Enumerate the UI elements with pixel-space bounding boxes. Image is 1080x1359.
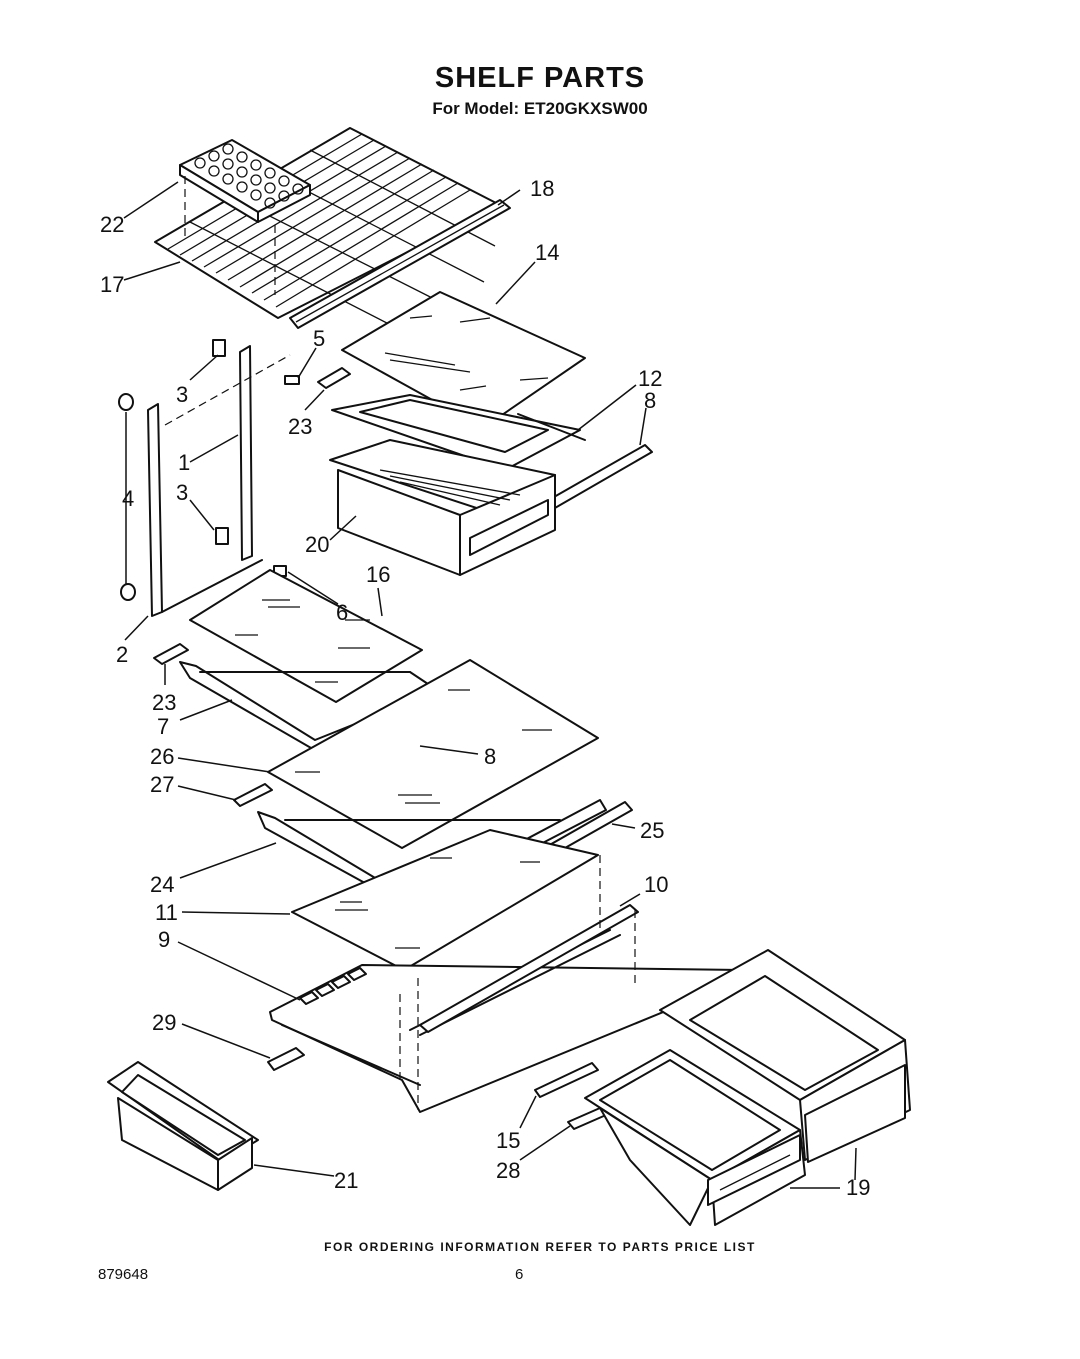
vertical-rail-part[interactable] [239, 345, 253, 561]
rail-part[interactable] [567, 1107, 607, 1130]
callout-6: 6 [336, 600, 348, 625]
drawer-part[interactable] [329, 439, 556, 576]
support-clip-part[interactable] [153, 643, 189, 665]
callout-22: 22 [100, 212, 124, 237]
support-clip-part[interactable] [233, 783, 273, 807]
callout-8: 8 [484, 744, 496, 769]
callout-3: 3 [176, 382, 188, 407]
rail-part[interactable] [539, 444, 653, 513]
shelf-trim-part[interactable] [289, 199, 511, 329]
callout-20: 20 [305, 532, 329, 557]
support-clip-part[interactable] [267, 1047, 305, 1071]
support-clip-part[interactable] [317, 367, 351, 389]
glass-shelf-part[interactable] [267, 659, 599, 849]
glass-shelf-part[interactable] [189, 569, 423, 703]
knob-part[interactable] [120, 583, 136, 601]
page-title: SHELF PARTS [434, 62, 646, 94]
shelf-frame-part[interactable] [257, 799, 607, 911]
model-subtitle: For Model: ET20GKXSW00 [432, 99, 648, 118]
callout-14: 14 [535, 240, 559, 265]
screw-part[interactable] [284, 375, 300, 385]
callout-11: 11 [155, 900, 178, 925]
callout-15: 15 [496, 1128, 520, 1153]
rail-part[interactable] [419, 904, 639, 1033]
ordering-note: FOR ORDERING INFORMATION REFER TO PARTS … [324, 1240, 756, 1254]
crisper-cover-frame-part[interactable] [269, 929, 747, 1113]
crisper-frame-part[interactable] [331, 394, 586, 471]
page-number: 6 [515, 1266, 524, 1283]
callout-4: 4 [122, 486, 134, 511]
callout-1: 1 [178, 450, 190, 475]
vertical-rail-part[interactable] [147, 403, 163, 617]
callout-23: 23 [152, 690, 176, 715]
callout-24: 24 [150, 872, 174, 897]
glass-shelf-part[interactable] [291, 829, 599, 971]
callout-21: 21 [334, 1168, 358, 1193]
callout-18: 18 [530, 176, 554, 201]
callout-28: 28 [496, 1158, 520, 1183]
knob-part[interactable] [118, 393, 134, 411]
ice-tray-part[interactable] [179, 139, 311, 223]
rail-part[interactable] [534, 1062, 599, 1098]
clip-part[interactable] [212, 339, 226, 357]
callout-10: 10 [644, 872, 668, 897]
wire-shelf-part[interactable] [154, 127, 501, 341]
callout-26: 26 [150, 744, 174, 769]
callout-3: 3 [176, 480, 188, 505]
crisper-drawer-part[interactable] [584, 949, 911, 1226]
callout-23: 23 [288, 414, 312, 439]
callout-7: 7 [157, 714, 169, 739]
callout-12: 12 [638, 366, 662, 391]
callout-2: 2 [116, 642, 128, 667]
clip-part[interactable] [215, 527, 229, 545]
callout-9: 9 [158, 927, 170, 952]
callout-25: 25 [640, 818, 664, 843]
callout-5: 5 [313, 326, 325, 351]
callout-27: 27 [150, 772, 174, 797]
document-number: 879648 [98, 1266, 149, 1283]
callout-19: 19 [846, 1175, 870, 1200]
callout-16: 16 [366, 562, 390, 587]
door-bin-part[interactable] [107, 1061, 259, 1191]
callout-8: 8 [644, 388, 656, 413]
callout-29: 29 [152, 1010, 176, 1035]
callout-17: 17 [100, 272, 124, 297]
